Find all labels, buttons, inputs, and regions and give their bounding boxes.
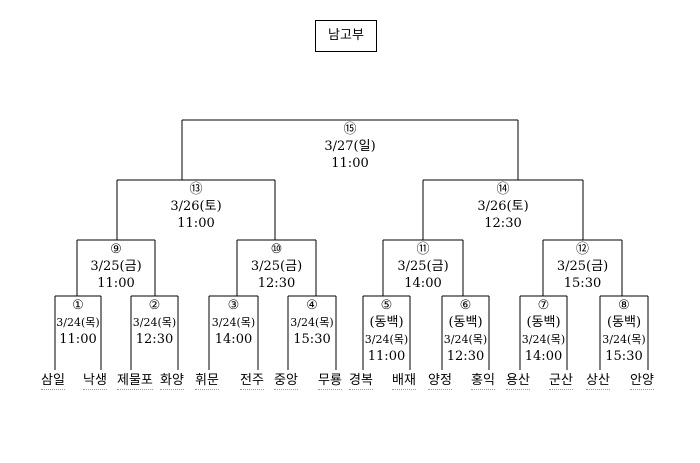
team-name: 군산 [549, 373, 573, 390]
match-date: 3/24(목) [290, 316, 334, 329]
match-time: 14:00 [524, 349, 563, 364]
match-date: 3/24(목) [211, 316, 256, 329]
team-name: 화양 [160, 373, 184, 390]
team-name: 용산 [506, 373, 530, 390]
team-name: 상산 [586, 373, 610, 390]
match-no: ⑦ [537, 298, 550, 313]
team-name: 휘문 [195, 373, 219, 390]
match-time: 11:00 [331, 156, 369, 171]
team-name: 경복 [349, 373, 373, 390]
match-label-9: ⑨ 3/25(금) 11:00 [71, 241, 161, 292]
team-name: 무룡 [318, 373, 342, 390]
match-label-8: ⑧ (동백) 3/24(목) 15:30 [579, 297, 669, 365]
match-time: 12:30 [135, 332, 174, 347]
team-name: 삼일 [41, 373, 65, 390]
match-time: 12:30 [257, 276, 296, 291]
match-no: ③ [227, 298, 240, 313]
bracket-title: 남고부 [315, 20, 377, 52]
match-no: ⑬ [189, 182, 203, 197]
match-date: 3/26(토) [170, 199, 222, 214]
match-no: ⑥ [459, 298, 472, 313]
match-label-11: ⑪ 3/25(금) 14:00 [378, 241, 468, 292]
match-label-10: ⑩ 3/25(금) 12:30 [232, 241, 322, 292]
match-no: ⑪ [416, 242, 430, 257]
match-date: 3/24(목) [364, 333, 409, 346]
match-time: 15:30 [563, 276, 602, 291]
team-name: 안양 [630, 373, 654, 390]
match-date: 3/24(목) [56, 316, 100, 329]
team-name: 제물포 [117, 373, 153, 390]
match-time: 11:00 [367, 349, 406, 364]
match-date: 3/24(목) [443, 333, 488, 346]
match-label-4: ④ 3/24(목) 15:30 [267, 297, 357, 348]
match-no: ⑮ [343, 122, 357, 137]
match-time: 15:30 [293, 332, 331, 347]
match-time: 11:00 [59, 332, 97, 347]
match-date: 3/25(금) [250, 259, 303, 274]
match-no: ② [148, 298, 161, 313]
match-label-13: ⑬ 3/26(토) 11:00 [151, 181, 241, 232]
match-no: ④ [306, 298, 318, 313]
match-date: 3/25(금) [556, 259, 609, 274]
match-time: 11:00 [177, 216, 215, 231]
match-venue: (동백) [448, 315, 483, 330]
match-label-5: ⑤ (동백) 3/24(목) 11:00 [342, 297, 432, 365]
match-label-3: ③ 3/24(목) 14:00 [189, 297, 279, 348]
team-name: 홍익 [471, 373, 495, 390]
match-no: ⑩ [270, 242, 283, 257]
team-name: 중앙 [274, 373, 298, 390]
match-venue: (동백) [369, 315, 404, 330]
team-name: 배재 [392, 373, 416, 390]
match-venue: (동백) [526, 315, 561, 330]
team-name: 양정 [428, 373, 452, 390]
match-no: ⑨ [110, 242, 122, 257]
match-label-12: ⑫ 3/25(금) 15:30 [538, 241, 628, 292]
match-label-2: ② 3/24(목) 12:30 [110, 297, 200, 348]
match-no: ⑤ [380, 298, 393, 313]
match-time: 14:00 [214, 332, 253, 347]
match-label-6: ⑥ (동백) 3/24(목) 12:30 [421, 297, 511, 365]
match-date: 3/24(목) [521, 333, 566, 346]
team-name: 전주 [240, 373, 264, 390]
match-label-1: ① 3/24(목) 11:00 [33, 297, 123, 348]
match-label-15: ⑮ 3/27(일) 11:00 [305, 121, 395, 172]
match-date: 3/25(금) [397, 259, 449, 274]
match-no: ⑭ [496, 182, 510, 197]
match-label-7: ⑦ (동백) 3/24(목) 14:00 [499, 297, 589, 365]
match-time: 12:30 [484, 216, 522, 231]
match-time: 12:30 [446, 349, 485, 364]
team-name: 낙생 [83, 373, 107, 390]
match-time: 15:30 [605, 349, 643, 364]
match-date: 3/27(일) [324, 139, 376, 154]
match-date: 3/25(금) [90, 259, 142, 274]
match-time: 14:00 [404, 276, 442, 291]
match-no: ① [72, 298, 84, 313]
match-date: 3/24(목) [602, 333, 646, 346]
match-no: ⑫ [575, 242, 589, 257]
match-date: 3/24(목) [132, 316, 177, 329]
match-venue: (동백) [606, 315, 642, 330]
match-label-14: ⑭ 3/26(토) 12:30 [458, 181, 548, 232]
match-time: 11:00 [97, 276, 135, 291]
match-date: 3/26(토) [477, 199, 529, 214]
match-no: ⑧ [618, 298, 630, 313]
